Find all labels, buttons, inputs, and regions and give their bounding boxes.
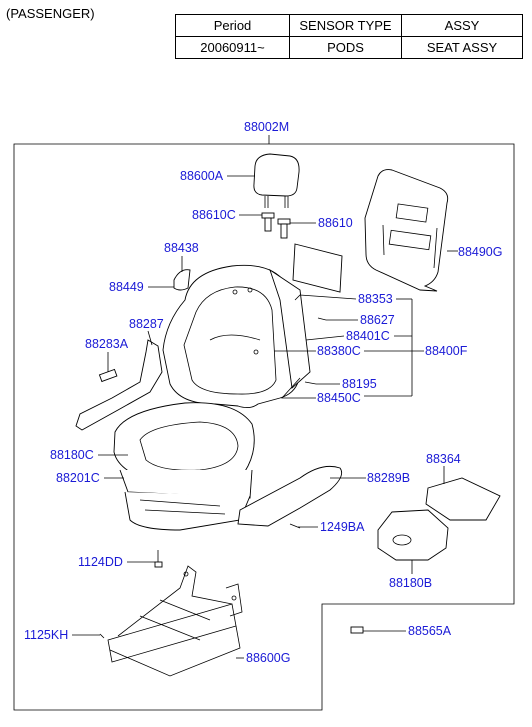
label-1125KH: 1125KH [24, 628, 68, 642]
shield-part [237, 465, 343, 527]
sensor-mat-part [377, 509, 449, 561]
side-cover-part [75, 339, 163, 431]
col-sensor-type: SENSOR TYPE [289, 14, 402, 37]
leader-lines [72, 175, 458, 659]
lumbar-panel [292, 243, 343, 293]
label-88287: 88287 [129, 317, 164, 331]
cushion-part [113, 402, 255, 531]
label-88600G: 88600G [246, 651, 290, 665]
label-88401C: 88401C [346, 329, 390, 343]
back-cover-part [364, 169, 449, 292]
recliner-knob [173, 269, 191, 291]
label-88450C: 88450C [317, 391, 361, 405]
label-88627: 88627 [360, 313, 395, 327]
label-88610C: 88610C [192, 208, 236, 222]
headrest-part [253, 153, 300, 208]
cell-period: 20060911~ [175, 36, 290, 59]
label-88364: 88364 [426, 452, 461, 466]
sensor-part [425, 477, 501, 521]
cell-assy: SEAT ASSY [401, 36, 523, 59]
label-88353: 88353 [358, 292, 393, 306]
label-88380C: 88380C [317, 344, 361, 358]
label-88289B: 88289B [367, 471, 410, 485]
label-88201C: 88201C [56, 471, 100, 485]
assembly-frame [13, 143, 515, 711]
guide-parts [261, 212, 291, 239]
info-table: Period SENSOR TYPE ASSY 20060911~ PODS S… [175, 14, 523, 59]
cell-sensor-type: PODS [289, 36, 402, 59]
seat-track-part [107, 565, 243, 677]
label-1249BA: 1249BA [320, 520, 365, 534]
label-88180B: 88180B [389, 576, 432, 590]
label-88400F: 88400F [425, 344, 468, 358]
label-1124DD: 1124DD [78, 555, 123, 569]
bolt-small [99, 317, 364, 639]
label-88438: 88438 [164, 241, 199, 255]
label-88180C: 88180C [50, 448, 94, 462]
seat-back-part [162, 264, 311, 409]
label-88565A: 88565A [408, 624, 452, 638]
label-88195: 88195 [342, 377, 377, 391]
label-88002M: 88002M [244, 120, 289, 134]
label-88600A: 88600A [180, 169, 224, 183]
label-88610: 88610 [318, 216, 353, 230]
page-title: (PASSENGER) [6, 6, 95, 21]
label-88490G: 88490G [458, 245, 502, 259]
label-88283A: 88283A [85, 337, 129, 351]
label-88449: 88449 [109, 280, 144, 294]
